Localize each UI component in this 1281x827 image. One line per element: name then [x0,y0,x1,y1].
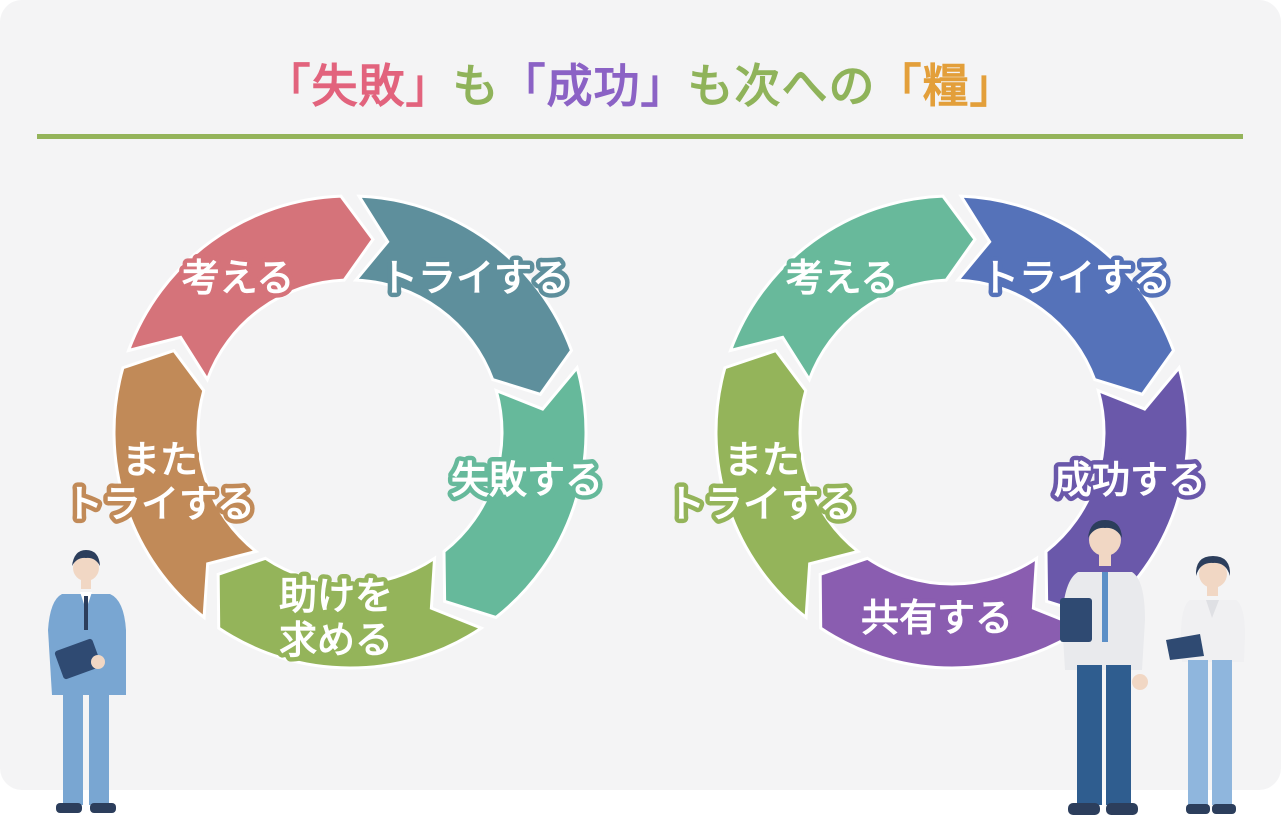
cycle-left-segment-4 [216,555,485,670]
title-part-mo: も [452,59,500,113]
cycle-right-label-3: 成功する [1054,458,1206,502]
cycle-right-label-2: トライする [981,256,1171,300]
cycle-right-label-5: またトライする [667,438,857,526]
cycle-right-segment-1 [728,194,977,383]
businessman-right-illustration [1060,520,1148,815]
cycle-right-segment-4 [818,555,1087,670]
cycle-left-label-1: 考える [182,256,295,300]
cycle-left-label-3: 失敗する [451,458,603,502]
cycle-left-label-2: トライする [380,256,570,300]
cycle-right-label-4: 共有する [861,596,1013,640]
cycle-left-segment-5 [112,348,260,621]
title-divider [37,134,1243,139]
cycle-left-label-4: 助けを求める [279,574,393,662]
businessman-left-illustration [48,550,126,813]
page-title: 「失敗」も「成功」も次への「糧」 [0,50,1281,116]
cycle-left-label-5: またトライする [65,438,255,526]
cycle-left-segment-3 [442,364,588,620]
title-part-failure: 「失敗」 [264,59,453,113]
title-part-success: 「成功」 [499,59,688,113]
cycle-right-label-1: 考える [786,256,899,300]
cycle-left-segment-2 [352,194,574,397]
title-part-nourishment: 「糧」 [875,59,1017,113]
businesswoman-illustration [1166,556,1245,814]
cycle-right-segment-5 [714,348,862,621]
cycle-right-segment-2 [954,194,1176,397]
cycle-left-segment-1 [126,194,375,383]
title-part-next: も次への [687,59,876,113]
